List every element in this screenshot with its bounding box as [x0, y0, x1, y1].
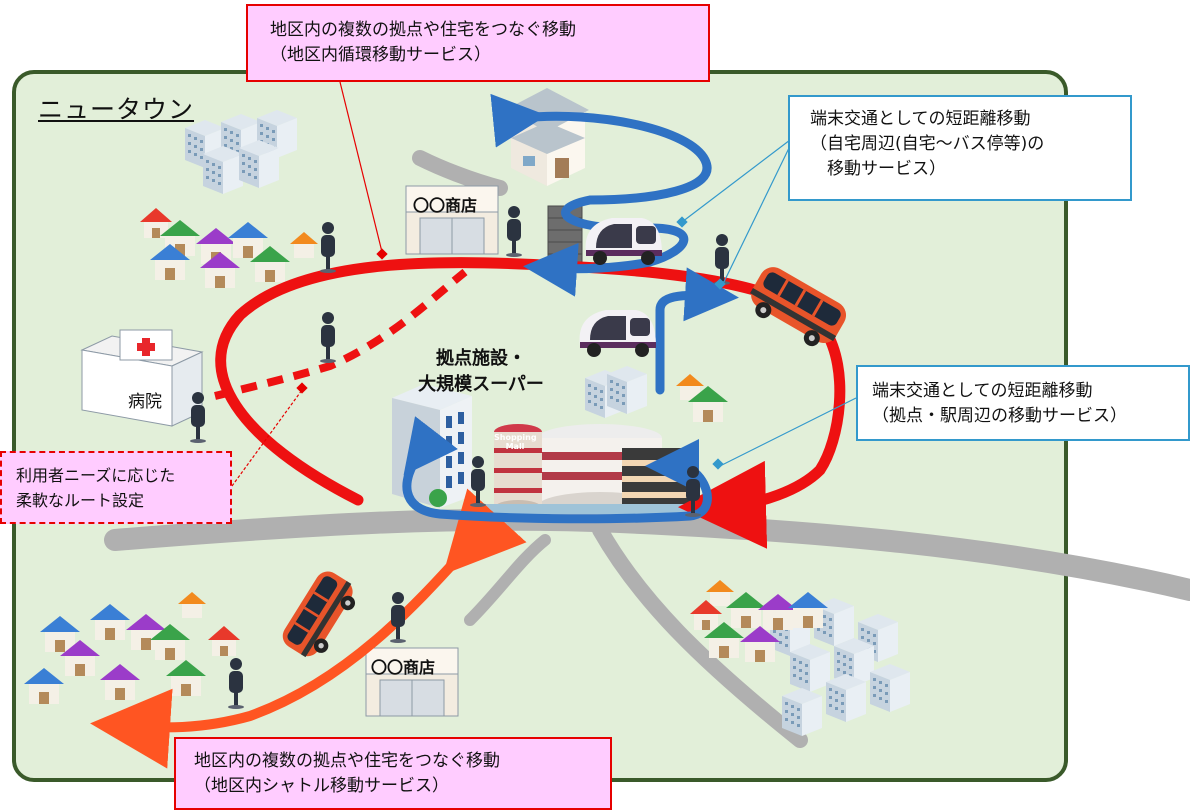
shop-label-top: 〇〇商店 — [413, 196, 478, 215]
callout-line: （地区内シャトル移動サービス） — [194, 776, 449, 796]
town-label: ニュータウン — [38, 95, 195, 124]
callout-line: （自宅周辺(自宅～バス停等)の — [810, 134, 1045, 154]
callout-line: 利用者ニーズに応じた — [16, 466, 176, 485]
hub-label-line1: 拠点施設・ — [436, 348, 526, 369]
mall-sign-line2: Mall — [505, 442, 525, 451]
callout-station-area-service: 端末交通としての短距離移動 （拠点・駅周辺の移動サービス） — [856, 365, 1190, 441]
leader-lines — [231, 81, 857, 487]
callout-circulation-service: 地区内の複数の拠点や住宅をつなぐ移動 （地区内循環移動サービス） — [246, 4, 710, 82]
mall-sign-line1: Shopping — [494, 433, 537, 442]
callout-shuttle-service: 地区内の複数の拠点や住宅をつなぐ移動 （地区内シャトル移動サービス） — [174, 737, 612, 810]
shuttle-route — [90, 488, 527, 769]
shop-icon — [405, 185, 499, 255]
shop-label-bottom: 〇〇商店 — [371, 658, 436, 677]
callout-line: 移動サービス） — [810, 159, 946, 179]
callout-line: 端末交通としての短距離移動 — [810, 109, 1031, 129]
hospital-label: 病院 — [128, 392, 162, 412]
mall-sign: Shopping Mall — [494, 433, 537, 451]
flexible-route-dashed — [214, 268, 468, 400]
hub-label: 拠点施設・ 大規模スーパー — [386, 346, 576, 398]
callout-line: 地区内の複数の拠点や住宅をつなぐ移動 — [194, 751, 500, 771]
callout-line: （拠点・駅周辺の移動サービス） — [872, 406, 1127, 426]
callout-line: 柔軟なルート設定 — [16, 491, 145, 510]
callout-home-area-service: 端末交通としての短距離移動 （自宅周辺(自宅～バス停等)の 移動サービス） — [788, 95, 1132, 201]
hub-label-line2: 大規模スーパー — [418, 374, 544, 395]
callout-line: 地区内の複数の拠点や住宅をつなぐ移動 — [270, 20, 576, 40]
callout-line: 端末交通としての短距離移動 — [872, 381, 1093, 401]
callout-line: （地区内循環移動サービス） — [270, 45, 491, 65]
callout-flexible-route: 利用者ニーズに応じた 柔軟なルート設定 — [0, 451, 232, 524]
